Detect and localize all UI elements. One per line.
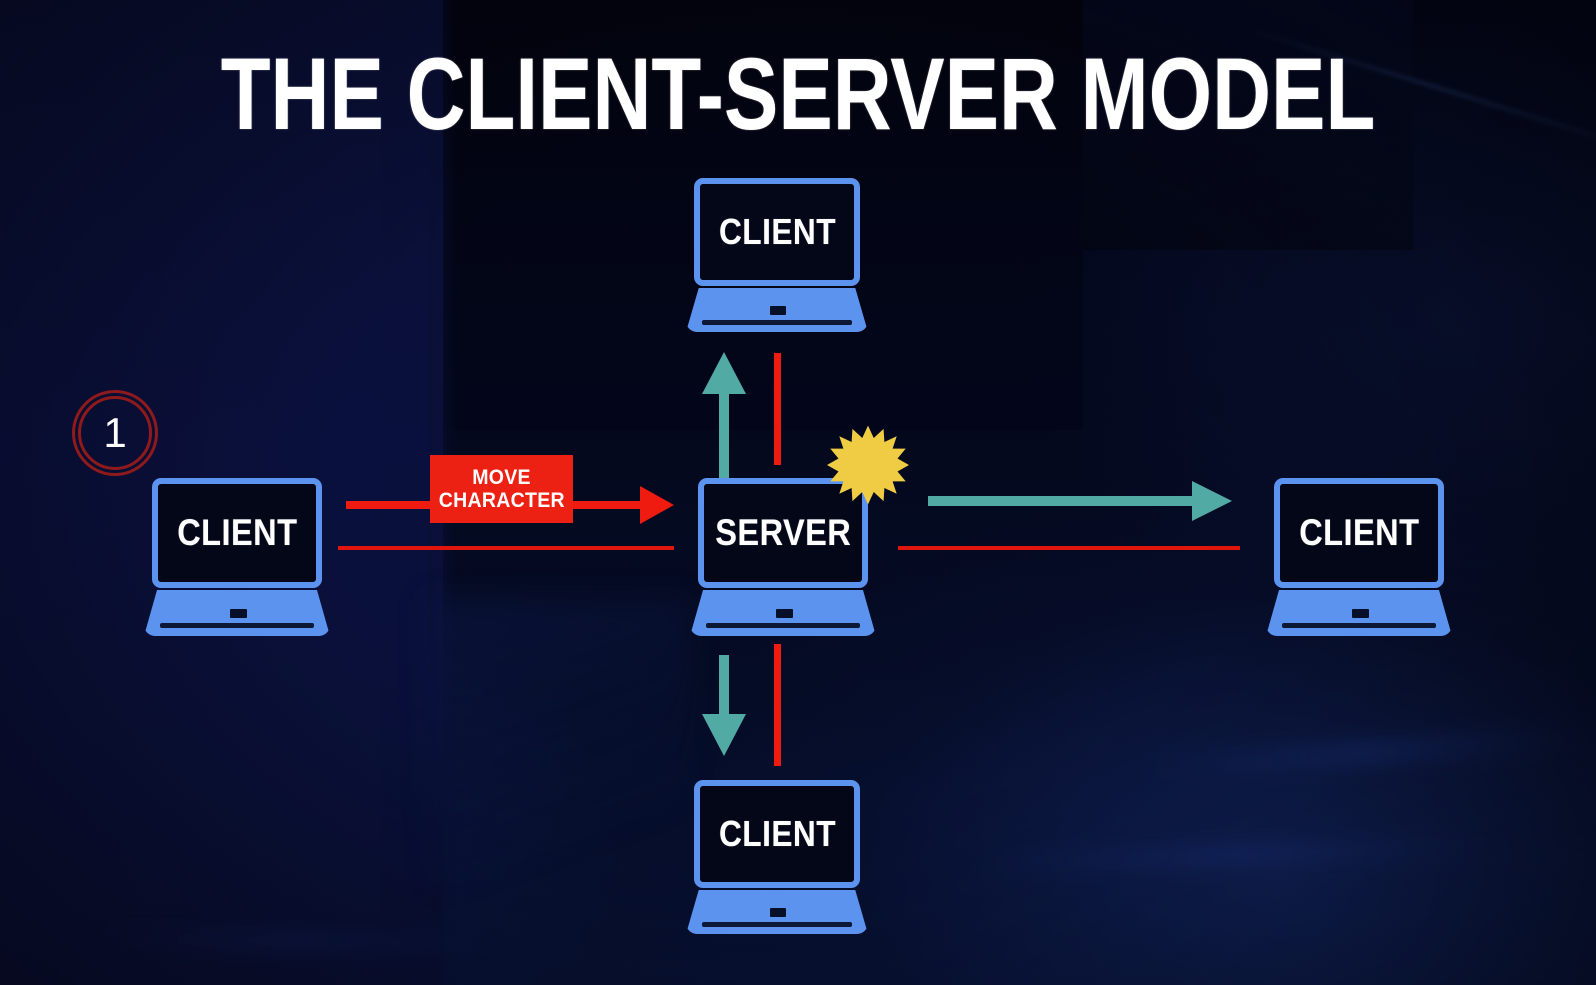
node-client-top[interactable]: CLIENT	[686, 178, 868, 332]
connector-server-to-client-right-shaft	[928, 496, 1203, 506]
badge-inner-ring	[78, 396, 152, 470]
starburst-icon	[827, 424, 909, 506]
connector-server-to-client-bottom-arrowhead	[702, 714, 746, 756]
laptop-trackpad	[770, 908, 786, 917]
page-title: THE CLIENT-SERVER MODEL	[220, 37, 1376, 151]
node-client-right[interactable]: CLIENT	[1266, 478, 1452, 636]
move-tag-line-2: CHARACTER	[438, 489, 565, 512]
connector-client-left-to-server-arrowhead	[640, 486, 674, 524]
connector-server-to-client-top-arrowhead	[702, 352, 746, 394]
laptop-icon-screen: CLIENT	[1274, 478, 1444, 588]
badge-outer-ring	[72, 390, 158, 476]
connector-server-to-client-bottom-shaft	[719, 655, 729, 747]
move-tag-line-1: MOVE	[472, 466, 531, 489]
connector-server-to-client-left-line	[338, 546, 674, 550]
node-label: CLIENT	[176, 512, 298, 553]
laptop-hinge-line	[702, 320, 852, 325]
connector-client-bottom-to-server-line	[774, 644, 781, 766]
laptop-trackpad	[770, 306, 786, 315]
laptop-trackpad	[776, 609, 793, 618]
node-label: CLIENT	[1298, 512, 1420, 553]
laptop-icon-screen: CLIENT	[694, 178, 860, 286]
laptop-icon-base	[690, 590, 876, 636]
move-character-label: MOVE CHARACTER	[430, 455, 573, 523]
node-label: CLIENT	[718, 211, 836, 252]
laptop-icon-base	[144, 590, 330, 636]
node-server[interactable]: SERVER	[690, 478, 876, 636]
step-number-badge: 1	[72, 390, 158, 476]
laptop-trackpad	[230, 609, 247, 618]
laptop-icon-base	[686, 288, 868, 332]
connector-client-right-to-server-line	[898, 546, 1240, 550]
background-shadow-block-right	[1083, 0, 1413, 250]
connector-server-to-client-right-arrowhead	[1192, 481, 1232, 521]
connector-client-top-to-server-line	[774, 353, 781, 465]
laptop-hinge-line	[702, 922, 852, 927]
node-client-left[interactable]: CLIENT	[144, 478, 330, 636]
laptop-hinge-line	[1282, 623, 1436, 628]
laptop-icon-base	[1266, 590, 1452, 636]
laptop-hinge-line	[160, 623, 314, 628]
laptop-icon-screen: CLIENT	[152, 478, 322, 588]
node-client-bottom[interactable]: CLIENT	[686, 780, 868, 934]
laptop-icon-screen: SERVER	[698, 478, 868, 588]
node-label: CLIENT	[718, 813, 836, 854]
connector-server-to-client-top-shaft	[719, 390, 729, 490]
background-soft-shadow	[430, 600, 690, 940]
laptop-icon-screen: CLIENT	[694, 780, 860, 888]
laptop-hinge-line	[706, 623, 860, 628]
laptop-trackpad	[1352, 609, 1369, 618]
node-label: SERVER	[715, 512, 851, 553]
laptop-icon-base	[686, 890, 868, 934]
badge-number: 1	[103, 409, 127, 456]
